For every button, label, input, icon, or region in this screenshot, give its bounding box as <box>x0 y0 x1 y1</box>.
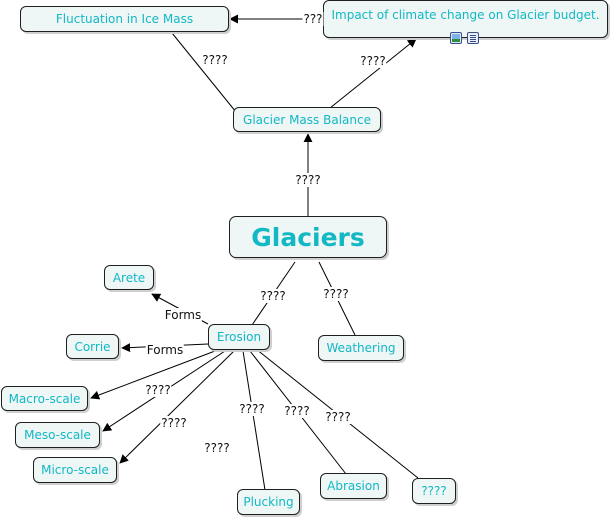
node-label: Macro-scale <box>8 391 81 406</box>
link-mass-balance-impact <box>329 38 417 109</box>
node-label: ???? <box>421 484 447 498</box>
link-erosion-micro <box>119 350 235 464</box>
link-label-erosion-macro: ???? <box>144 383 172 397</box>
node-glacier-mass-balance[interactable]: Glacier Mass Balance <box>233 107 381 132</box>
node-glaciers[interactable]: Glaciers <box>229 216 387 258</box>
node-abrasion[interactable]: Abrasion <box>320 473 387 499</box>
link-label-glaciers-mass-balance: ???? <box>294 173 322 187</box>
node-weathering[interactable]: Weathering <box>318 335 404 361</box>
node-erosion[interactable]: Erosion <box>208 324 270 350</box>
node-label: Erosion <box>216 330 262 344</box>
node-impact-climate-change[interactable]: Impact of climate change on Glacier budg… <box>323 0 608 38</box>
link-label-erosion-abrasion: ???? <box>283 404 311 418</box>
link-label-erosion-arete: Forms <box>163 308 203 322</box>
node-plucking[interactable]: Plucking <box>237 489 300 515</box>
node-label: Micro-scale <box>41 463 109 477</box>
node-label: Abrasion <box>327 479 380 493</box>
link-label-erosion-meso: ???? <box>160 416 188 430</box>
node-micro-scale[interactable]: Micro-scale <box>33 457 117 483</box>
link-label-glaciers-erosion: ???? <box>259 289 287 303</box>
link-label-glaciers-weathering: ???? <box>322 287 350 301</box>
node-label: Fluctuation in Ice Mass <box>55 12 194 26</box>
node-label: Glaciers <box>251 222 365 252</box>
link-label-erosion-plucking: ???? <box>238 402 266 416</box>
node-arete[interactable]: Arete <box>104 265 154 290</box>
link-mass-balance-fluctuation <box>171 32 237 113</box>
node-label: Arete <box>112 270 146 285</box>
node-label: Glacier Mass Balance <box>243 112 371 127</box>
link-label-erosion-micro: ???? <box>203 441 231 455</box>
node-fluctuation-in-ice-mass[interactable]: Fluctuation in Ice Mass <box>20 6 229 32</box>
link-label-erosion-unknown: ???? <box>324 410 352 424</box>
node-label: Plucking <box>243 495 294 509</box>
link-label-mass-balance-fluctuation: ???? <box>201 53 229 67</box>
node-label: Corrie <box>74 339 111 354</box>
node-meso-scale[interactable]: Meso-scale <box>15 422 100 448</box>
link-erosion-plucking <box>242 350 266 491</box>
link-erosion-macro <box>90 350 216 400</box>
node-corrie[interactable]: Corrie <box>66 334 119 359</box>
link-label-mass-balance-impact: ???? <box>359 54 387 68</box>
node-unknown[interactable]: ???? <box>412 478 456 504</box>
link-label-erosion-corrie: Forms <box>145 343 185 357</box>
node-label: Impact of climate change on Glacier budg… <box>331 8 600 22</box>
node-label: Meso-scale <box>24 428 91 442</box>
node-label: Weathering <box>326 341 396 355</box>
document-icon[interactable] <box>467 32 479 44</box>
node-macro-scale[interactable]: Macro-scale <box>1 386 88 411</box>
image-icon[interactable] <box>450 32 462 44</box>
link-label-impact-fluctuation: ??? <box>302 12 324 26</box>
